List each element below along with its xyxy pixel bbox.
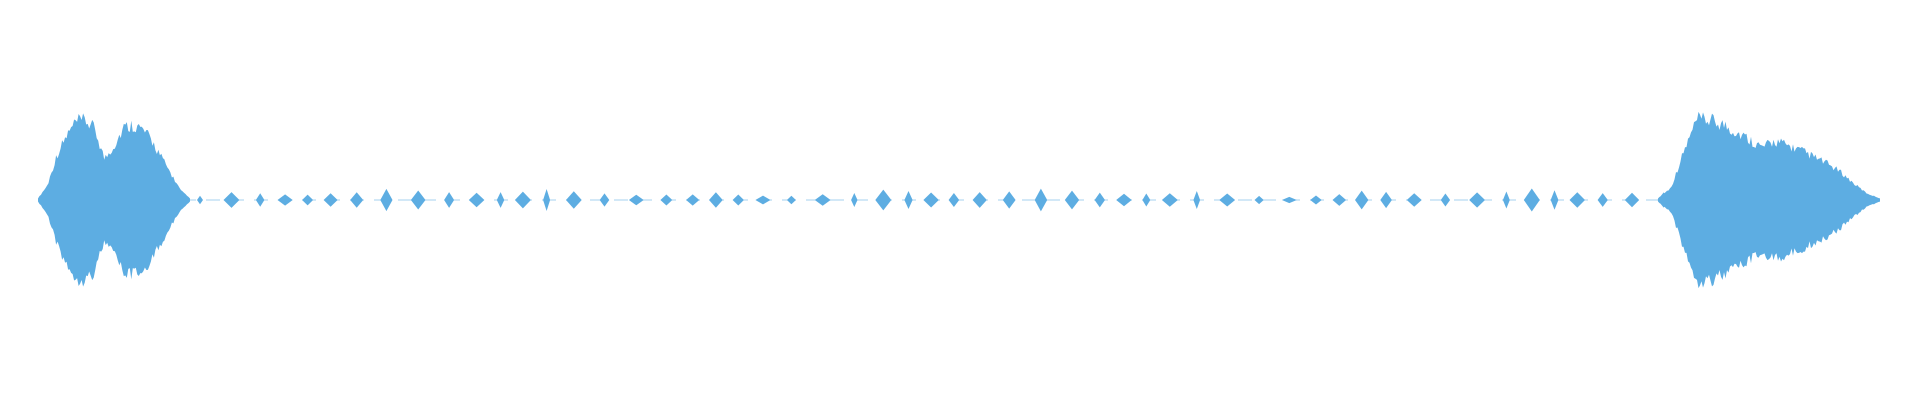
waveform-blip	[972, 192, 987, 208]
waveform-blip	[1064, 190, 1080, 210]
waveform-blip	[948, 193, 960, 207]
waveform-blip	[302, 194, 314, 206]
waveform-blip	[599, 193, 610, 207]
waveform-blip	[444, 192, 455, 208]
waveform-blip	[496, 192, 505, 208]
waveform-blip	[1624, 192, 1640, 208]
waveform-blip	[1254, 195, 1264, 205]
waveform-blip	[1332, 194, 1347, 206]
waveform-blip	[814, 194, 831, 206]
waveform-blip	[1502, 191, 1510, 209]
waveform-blip	[755, 195, 771, 205]
waveform-blip	[660, 194, 673, 206]
waveform-blip	[686, 194, 700, 206]
waveform-blip	[1161, 193, 1178, 207]
waveform-blip	[1142, 193, 1151, 207]
waveform-blip	[904, 191, 913, 209]
waveform-blip	[1116, 193, 1132, 207]
waveform-blip	[350, 192, 364, 208]
waveform-blip	[410, 190, 426, 210]
waveform-blip	[1597, 193, 1608, 207]
waveform-blip	[255, 193, 265, 207]
waveform-blip	[380, 188, 393, 212]
waveform-blip	[1034, 188, 1048, 212]
waveform-blip	[851, 193, 858, 207]
waveform-blip	[1569, 192, 1585, 208]
waveform-blip	[1380, 191, 1392, 209]
waveform-blip	[1469, 192, 1485, 208]
waveform-blip	[1406, 193, 1422, 207]
waveform-blip	[1440, 193, 1451, 207]
waveform-blip	[277, 194, 293, 206]
waveform-burst	[1658, 111, 1880, 289]
waveform-blip	[709, 192, 723, 208]
waveform-blip	[197, 195, 203, 205]
waveform-blip	[323, 193, 338, 207]
waveform-blip	[1002, 191, 1016, 209]
waveform-blip	[1550, 190, 1559, 210]
waveform-blip	[786, 195, 796, 205]
waveform-blip	[628, 194, 644, 206]
waveform-blip	[223, 192, 240, 208]
waveform-blip	[514, 191, 531, 209]
waveform-shapes	[38, 111, 1880, 289]
waveform-blip	[1094, 192, 1105, 208]
waveform-blip	[1219, 193, 1236, 207]
waveform-blip	[732, 194, 744, 206]
waveform-burst	[38, 113, 190, 287]
waveform-blip	[1281, 196, 1297, 204]
waveform-blip	[543, 189, 551, 211]
waveform-blip	[566, 191, 582, 209]
waveform-blip	[1310, 195, 1322, 205]
waveform-blip	[875, 189, 892, 211]
waveform-blip	[468, 192, 485, 208]
waveform-blip	[1523, 188, 1540, 212]
waveform-blip	[923, 192, 939, 208]
waveform-blip	[1193, 191, 1201, 209]
waveform-blip	[1355, 190, 1369, 210]
